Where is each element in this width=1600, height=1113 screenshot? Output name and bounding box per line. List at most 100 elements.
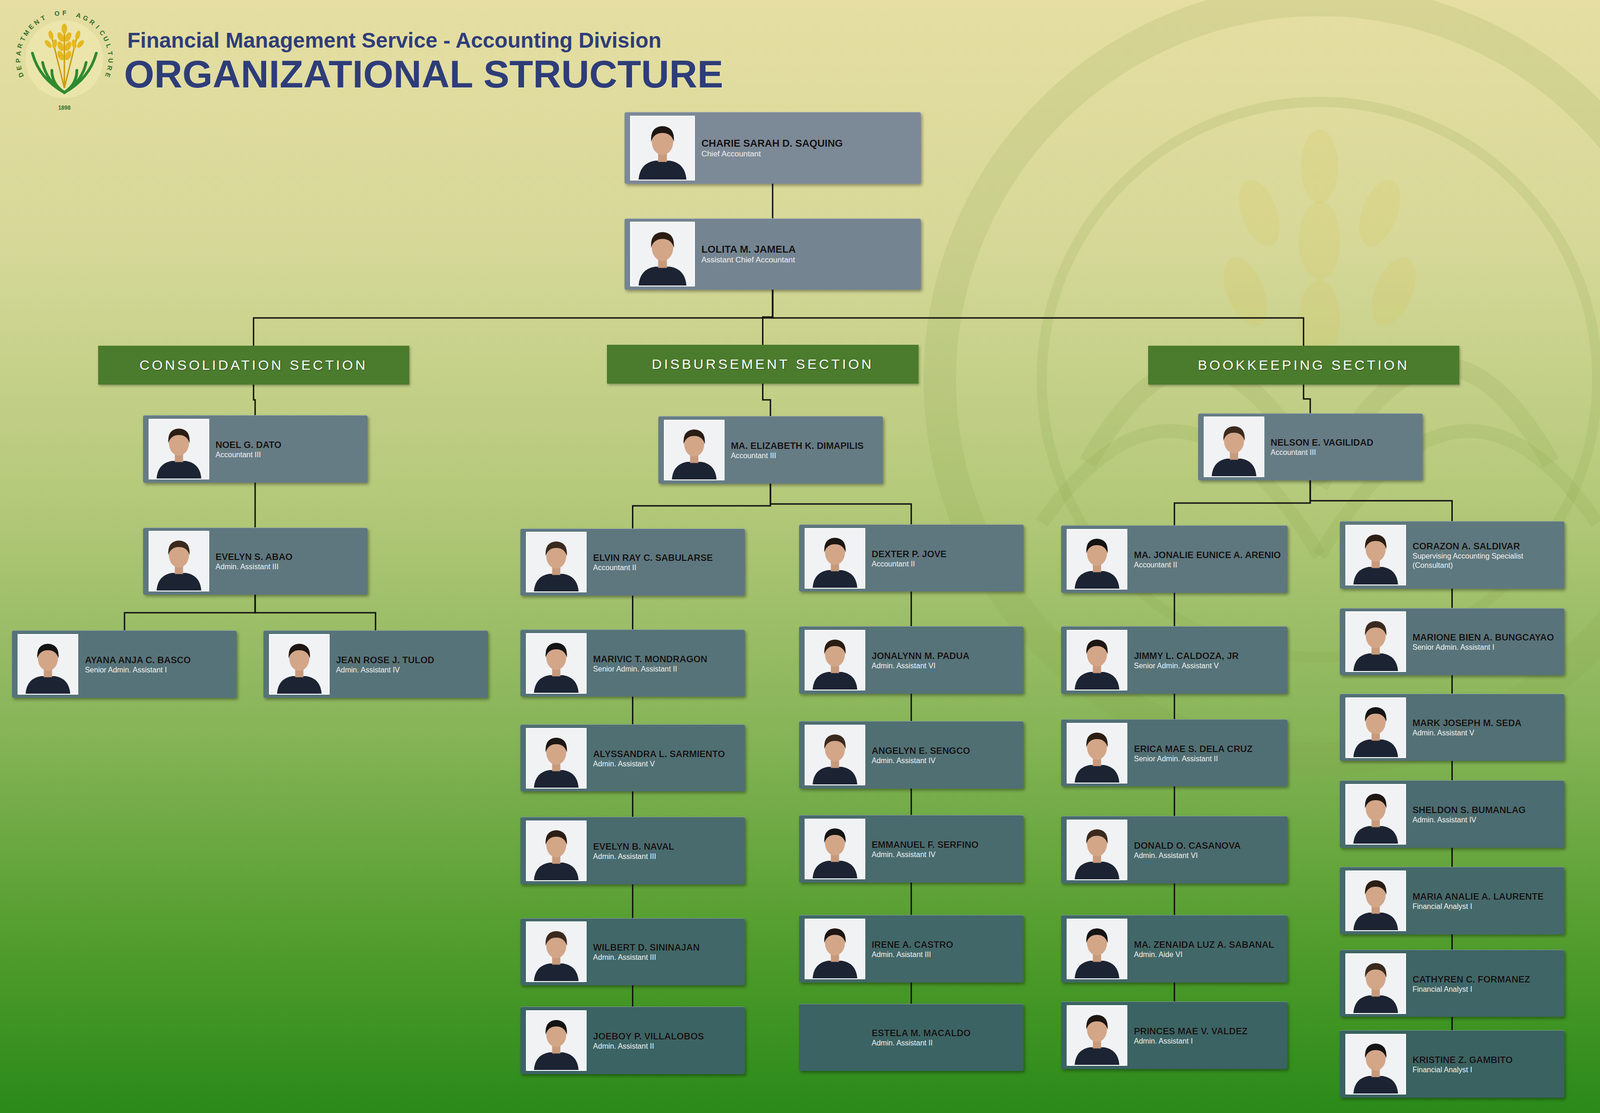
- card-text: CHARIE SARAH D. SAQUINGChief Accountant: [694, 137, 921, 160]
- connector: [631, 595, 634, 630]
- person-name: PRINCES MAE V. VALDEZ: [1133, 1025, 1248, 1038]
- person-name: MARK JOSEPH M. SEDA: [1412, 717, 1522, 729]
- watermark: [939, 0, 1600, 760]
- job-title: Admin. Assistant IV: [871, 756, 1019, 766]
- job-title: Admin. Assistant VI: [1133, 851, 1282, 861]
- job-title: Admin. Assistant II: [871, 1038, 1019, 1048]
- portrait-photo: [148, 418, 210, 480]
- card-text: ELVIN RAY C. SABULARSEAccountant II: [586, 552, 745, 573]
- connector: [1303, 384, 1311, 414]
- connector: [910, 982, 913, 1005]
- card-text: IRENE A. CASTROAdmin. Asistant III: [865, 939, 1024, 960]
- person-card: ERICA MAE S. DELA CRUZSenior Admin. Assi…: [1061, 719, 1288, 787]
- connector: [1173, 883, 1175, 916]
- person-name: CORAZON A. SALDIVAR: [1412, 540, 1520, 552]
- job-title: Admin. Assistant III: [593, 852, 740, 862]
- job-title: Senior Admin. Assistant II: [593, 664, 740, 674]
- card-text: WILBERT D. SININAJANAdmin. Assistant III: [586, 942, 745, 963]
- portrait-photo: [804, 918, 866, 980]
- job-title: Chief Accountant: [701, 149, 916, 159]
- person-name: EVELYN B. NAVAL: [593, 841, 675, 853]
- portrait-photo: [804, 818, 866, 880]
- person-card: CATHYREN C. FORMANEZFinancial Analyst I: [1339, 950, 1565, 1018]
- card-text: MARK JOSEPH M. SEDAAdmin. Assistant V: [1406, 717, 1565, 738]
- card-text: LOLITA M. JAMELAAssistant Chief Accounta…: [694, 243, 921, 266]
- portrait-photo: [525, 633, 587, 694]
- person-card: MA. ELIZABETH K. DIMAPILISAccountant III: [658, 416, 883, 484]
- job-title: Senior Admin. Assistant I: [1412, 643, 1559, 652]
- card-text: CORAZON A. SALDIVARSupervising Accountin…: [1406, 540, 1565, 570]
- person-card: DEXTER P. JOVEAccountant II: [799, 524, 1024, 592]
- person-name: KRISTINE Z. GAMBITO: [1412, 1054, 1513, 1066]
- card-text: AYANA ANJA C. BASCOSenior Admin. Assista…: [78, 654, 237, 675]
- person-name: WILBERT D. SININAJAN: [593, 942, 700, 954]
- job-title: Assistant Chief Accountant: [701, 255, 916, 265]
- person-card: MA. JONALIE EUNICE A. ARENIOAccountant I…: [1061, 525, 1288, 593]
- job-title: Financial Analyst I: [1412, 985, 1559, 994]
- job-title: Supervising Accounting Specialist (Consu…: [1412, 551, 1559, 570]
- connector: [910, 591, 913, 627]
- portrait-photo: [630, 115, 695, 181]
- connector: [762, 383, 771, 417]
- person-name: JEAN ROSE J. TULOD: [336, 654, 435, 666]
- portrait-photo: [804, 528, 866, 589]
- logo-year: 1898: [55, 104, 74, 112]
- person-card: MA. ZENAIDA LUZ A. SABANALAdmin. Aide VI: [1061, 915, 1288, 983]
- portrait-photo: [1066, 819, 1128, 881]
- person-name: EMMANUEL F. SERFINO: [871, 839, 979, 851]
- section-band: CONSOLIDATION SECTION: [98, 345, 410, 385]
- connector: [1451, 588, 1453, 609]
- connector: [1451, 848, 1453, 868]
- connector: [1173, 982, 1175, 1003]
- job-title: Senior Admin. Assistant V: [1133, 661, 1282, 671]
- person-card: JIMMY L. CALDOZA, JRSenior Admin. Assist…: [1061, 626, 1288, 694]
- job-title: Admin. Assistant IV: [871, 850, 1019, 860]
- job-title: Accountant II: [593, 563, 740, 573]
- connector: [771, 183, 774, 219]
- person-card: EVELYN S. ABAOAdmin. Assistant III: [143, 527, 368, 595]
- card-text: JONALYNN M. PADUAAdmin. Assistant VI: [865, 650, 1024, 671]
- job-title: Admin. Aide VI: [1133, 950, 1282, 960]
- person-name: CHARIE SARAH D. SAQUING: [701, 137, 844, 150]
- person-card: SHELDON S. BUMANLAGAdmin. Assistant IV: [1339, 780, 1565, 848]
- person-card: PRINCES MAE V. VALDEZAdmin. Assistant I: [1061, 1001, 1288, 1069]
- job-title: Admin. Asistant III: [871, 950, 1019, 960]
- photo-space: [804, 1007, 866, 1069]
- job-title: Accountant II: [871, 559, 1019, 569]
- card-text: ALYSSANDRA L. SARMIENTOAdmin. Assistant …: [586, 748, 745, 769]
- person-name: EVELYN S. ABAO: [215, 551, 293, 563]
- connector: [1451, 1017, 1453, 1031]
- person-card: EVELYN B. NAVALAdmin. Assistant III: [520, 817, 745, 885]
- portrait-photo: [630, 221, 695, 287]
- person-card: ESTELA M. MACALDOAdmin. Assistant II: [799, 1004, 1024, 1072]
- portrait-photo: [1203, 416, 1265, 478]
- person-card: ALYSSANDRA L. SARMIENTOAdmin. Assistant …: [520, 724, 745, 792]
- person-name: DONALD O. CASANOVA: [1133, 840, 1241, 852]
- person-card: NELSON E. VAGILIDADAccountant III: [1198, 413, 1423, 481]
- person-name: MA. JONALIE EUNICE A. ARENIO: [1133, 549, 1281, 561]
- person-name: ELVIN RAY C. SABULARSE: [593, 552, 713, 564]
- person-card: DONALD O. CASANOVAAdmin. Assistant VI: [1061, 816, 1288, 884]
- person-card: MARIA ANALIE A. LAURENTEFinancial Analys…: [1339, 867, 1565, 935]
- connector: [1173, 593, 1175, 627]
- connector: [1451, 761, 1453, 781]
- portrait-photo: [525, 820, 587, 882]
- person-name: DEXTER P. JOVE: [871, 548, 947, 560]
- job-title: Financial Analyst I: [1412, 902, 1559, 912]
- card-text: EVELYN B. NAVALAdmin. Assistant III: [586, 841, 745, 862]
- person-name: ALYSSANDRA L. SARMIENTO: [593, 748, 725, 760]
- connector: [1173, 693, 1175, 720]
- connector: [631, 985, 634, 1007]
- person-name: ESTELA M. MACALDO: [871, 1027, 971, 1039]
- portrait-photo: [17, 634, 79, 695]
- person-name: ANGELYN E. SENGCO: [871, 745, 971, 757]
- logo-text: DEPARTMENT OF AGRICULTURE: [11, 6, 118, 113]
- person-card: KRISTINE Z. GAMBITOFinancial Analyst I: [1339, 1030, 1565, 1098]
- portrait-photo: [1066, 918, 1128, 980]
- card-text: ESTELA M. MACALDOAdmin. Assistant II: [865, 1027, 1024, 1048]
- job-title: Admin. Assistant V: [1412, 728, 1559, 738]
- connector: [631, 696, 634, 725]
- card-text: DONALD O. CASANOVAAdmin. Assistant VI: [1127, 840, 1288, 861]
- person-name: JOEBOY P. VILLALOBOS: [593, 1031, 704, 1043]
